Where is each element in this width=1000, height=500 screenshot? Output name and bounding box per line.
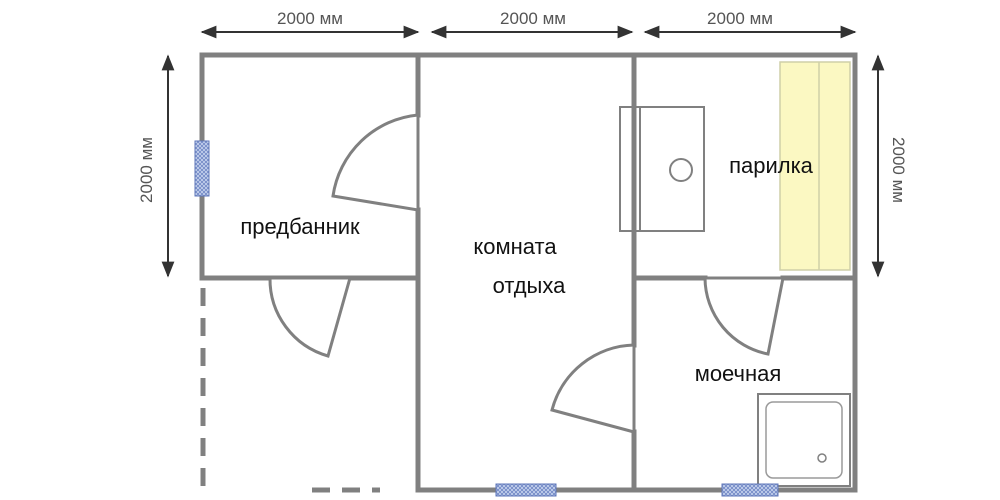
room-label-steam-room: парилка [729,153,814,178]
shower-drain [817,453,827,463]
window-left [194,140,210,197]
dim-label-side-right: 2000 мм [889,137,908,203]
window-bottom-washroom [721,483,779,497]
dim-label-top-middle: 2000 мм [500,9,566,28]
room-label-anteroom: предбанник [240,214,360,239]
room-label-rest-room-line2: отдыха [493,273,567,298]
stove [619,106,705,232]
stove-firebox [619,106,641,232]
dimension-arrows [161,25,885,278]
door-steam-room [703,276,785,356]
dim-label-top-left: 2000 мм [277,9,343,28]
dim-label-side-left: 2000 мм [137,137,156,203]
walls [199,52,858,493]
doors [268,113,785,434]
window-bottom-rest-room [495,483,557,497]
room-label-rest-room-line1: комната [473,234,557,259]
steam-room-bench [779,61,851,271]
door-washroom [550,343,636,434]
door-anteroom-exterior [268,276,352,358]
stove-body [639,106,705,232]
shower-tray [757,393,851,487]
windows [194,140,779,497]
bench-shelf [779,61,851,271]
door-anteroom-to-rest-room [331,113,420,212]
dashed-outline [200,288,380,493]
room-label-washroom: моечная [695,361,782,386]
dim-label-top-right: 2000 мм [707,9,773,28]
shower-tray-inner [765,401,843,479]
stove-chimney [669,158,693,182]
